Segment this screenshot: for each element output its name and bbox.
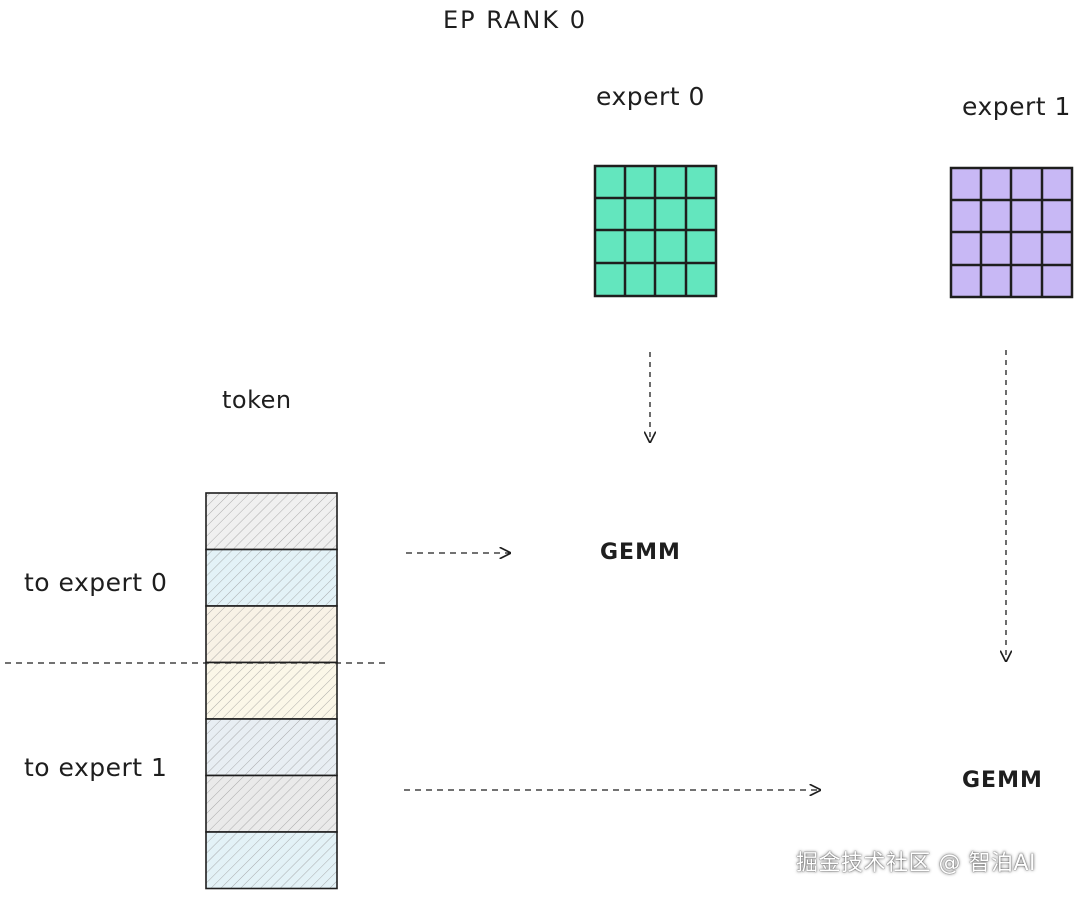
watermark: 掘金技术社区 @ 智泊AI bbox=[796, 851, 1037, 876]
token-label: token bbox=[222, 386, 292, 414]
expert-0-label: expert 0 bbox=[596, 82, 705, 111]
gemm-0-label: GEMM bbox=[600, 540, 681, 565]
token-cell bbox=[205, 661, 338, 720]
token-cell bbox=[205, 718, 338, 777]
token-stack bbox=[205, 492, 338, 890]
to-expert-1-label: to expert 1 bbox=[24, 753, 168, 782]
token-cell bbox=[205, 548, 338, 607]
to-expert-0-label: to expert 0 bbox=[24, 568, 168, 597]
gemm-1-label: GEMM bbox=[962, 768, 1043, 793]
token-cell bbox=[205, 605, 338, 664]
token-cell bbox=[205, 774, 338, 833]
diagram-title: EP RANK 0 bbox=[443, 6, 587, 34]
token-cell bbox=[205, 492, 338, 551]
expert-1-matrix bbox=[949, 166, 1074, 299]
token-cell bbox=[205, 831, 338, 890]
expert-0-matrix bbox=[593, 164, 718, 298]
expert-1-label: expert 1 bbox=[962, 92, 1071, 121]
